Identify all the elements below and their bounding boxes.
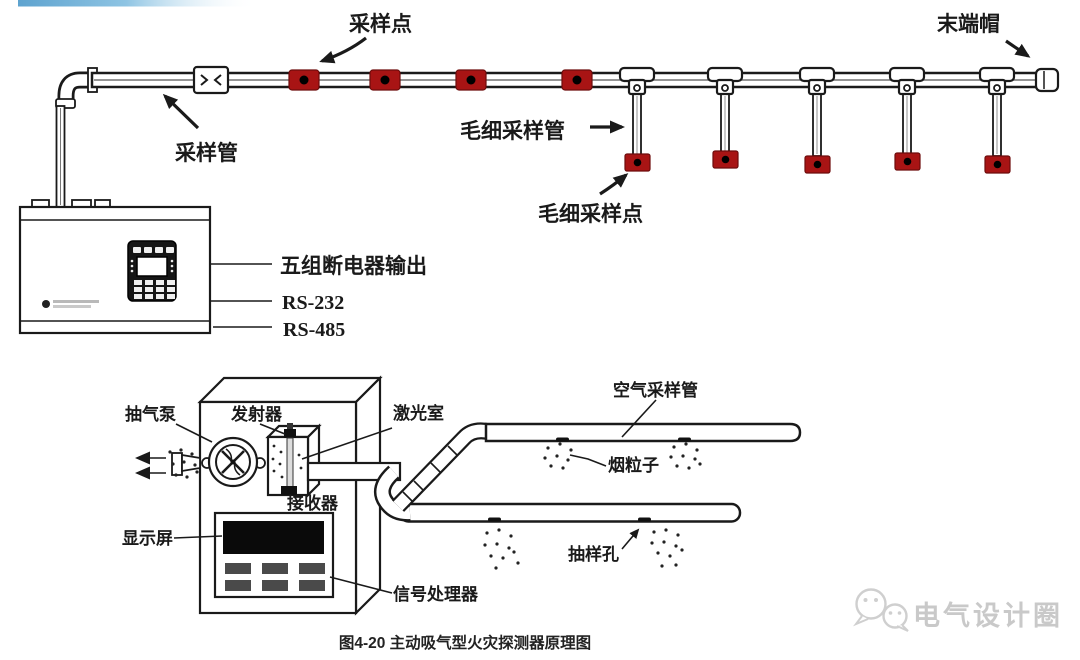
display-screen-line	[173, 535, 223, 539]
smoke-particles-cluster	[483, 442, 702, 570]
air-sampling-pipes	[306, 422, 802, 570]
breaker-output-label: 五组断电器输出	[280, 254, 427, 278]
air-pump-label: 抽气泵	[125, 404, 176, 424]
transmitter	[284, 429, 296, 438]
smoke-particle-line	[569, 454, 607, 467]
capillary-branch	[618, 66, 656, 172]
capillary-branch	[978, 66, 1016, 174]
receiver-label: 接收器	[287, 493, 339, 513]
air-sampling-pipe-line	[621, 399, 657, 438]
sampling-holes	[488, 437, 691, 522]
signal-processor-line	[329, 576, 393, 594]
sampling-point	[561, 69, 593, 91]
laser-chamber-line	[301, 427, 393, 460]
duct-segment-rings	[402, 445, 458, 502]
signal-processor-label: 信号处理器	[393, 584, 479, 604]
exhaust-arrows	[135, 451, 166, 480]
rs232-label: RS-232	[282, 292, 344, 314]
transmitter-line	[259, 423, 286, 435]
end-cap-arrow	[1005, 39, 1031, 58]
figure-caption: 图4-20 主动吸气型火灾探测器原理图	[339, 633, 591, 652]
chamber-smoke-dots	[271, 444, 303, 479]
capillary-point-arrow	[599, 173, 629, 196]
panel-buttons	[225, 563, 325, 591]
display-screen	[223, 521, 324, 554]
controller-key-grid	[134, 280, 175, 299]
air-pump	[201, 436, 266, 488]
receiver	[281, 486, 297, 495]
rs485-label: RS-485	[283, 319, 345, 341]
sampling-point	[288, 69, 320, 91]
vertical-sampling-pipe	[55, 105, 66, 208]
controller-enclosure	[18, 205, 212, 335]
detector-top-face	[197, 376, 383, 404]
sampling-point-arrow	[319, 36, 367, 64]
sampling-points	[288, 69, 593, 91]
air-sampling-pipe-label: 空气采样管	[613, 380, 698, 400]
exhaust-smoke-dots	[168, 448, 199, 479]
capillary-branch	[888, 66, 926, 171]
smoke-particle-label: 烟粒子	[608, 455, 659, 475]
sampling-pipe-label: 采样管	[175, 141, 238, 165]
sampling-point-label: 采样点	[349, 12, 412, 36]
signal-processor-panel	[213, 511, 335, 599]
sampling-hole-line	[621, 528, 640, 550]
watermark: 电气设计圈	[853, 588, 1063, 632]
laser-beam-path	[286, 437, 294, 488]
top-accent-bar	[18, 0, 258, 7]
laser-chamber	[265, 423, 322, 498]
upper-air-sampling-pipe	[484, 422, 802, 443]
lower-air-sampling-pipe	[398, 502, 742, 523]
capillary-branch	[798, 66, 836, 174]
end-cap-label: 末端帽	[937, 12, 1000, 36]
sampling-point	[455, 69, 487, 91]
sampling-pipe-network	[55, 65, 1060, 208]
detector-unit	[135, 375, 383, 616]
capillary-point-label: 毛细采样点	[538, 202, 643, 226]
sampling-hole-label: 抽样孔	[568, 544, 619, 564]
controller-display	[136, 256, 168, 277]
detector-inlet-pipe	[306, 461, 402, 482]
watermark-text: 电气设计圈	[913, 601, 1063, 631]
controller-keypad	[127, 240, 177, 302]
transmitter-label: 发射器	[230, 404, 283, 424]
capillary-branch	[706, 66, 744, 169]
sampling-pipe-arrow	[162, 93, 200, 130]
manufacturer-logo	[42, 300, 99, 308]
air-pump-line	[175, 423, 213, 443]
wechat-bubbles-icon	[853, 588, 909, 632]
pipe-union-fitting	[192, 65, 230, 95]
transmitter-cap	[287, 423, 293, 429]
sampling-point	[369, 69, 401, 91]
capillary-branches	[618, 66, 1016, 174]
controller-box	[18, 199, 212, 335]
end-cap	[1034, 67, 1060, 93]
capillary-pipe-label: 毛细采样管	[460, 119, 565, 143]
laser-chamber-label: 激光室	[393, 403, 444, 423]
display-screen-label: 显示屏	[122, 529, 173, 548]
